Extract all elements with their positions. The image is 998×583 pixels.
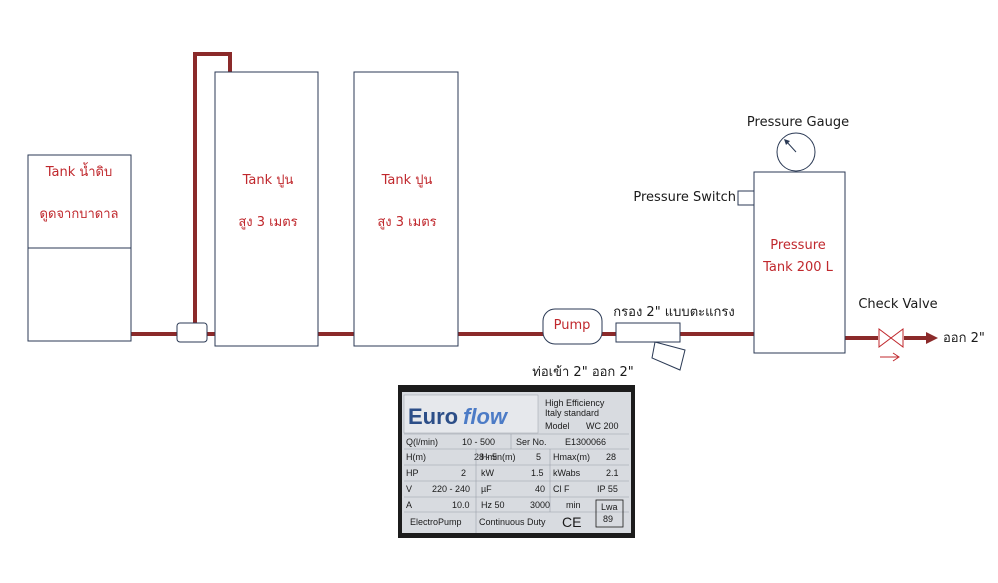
flow-direction-arrow xyxy=(892,352,900,362)
nameplate-r0-c1: 10 - 500 xyxy=(462,437,495,447)
nameplate-r1-c2: Hmin(m) xyxy=(481,452,516,462)
nameplate-r2-c4: kWabs xyxy=(553,468,581,478)
nameplate-r4-c0: A xyxy=(406,500,412,510)
nameplate-model-value: WC 200 xyxy=(586,421,619,431)
nameplate-r2-c3: 1.5 xyxy=(531,468,544,478)
nameplate-r0-c2: Ser No. xyxy=(516,437,547,447)
inline-valve xyxy=(176,322,208,343)
nameplate-r4-c4: min xyxy=(566,500,581,510)
nameplate-r2-c0: HP xyxy=(406,468,419,478)
concrete-tank-1-label-2: สูง 3 เมตร xyxy=(238,215,297,230)
nameplate-r4-c3: 3000 xyxy=(530,500,550,510)
pressure-switch-label: Pressure Switch xyxy=(633,190,736,205)
nameplate-brand-left: Euro xyxy=(408,404,458,429)
nameplate-brand-right: flow xyxy=(463,404,509,429)
nameplate-lwa-box xyxy=(595,499,624,528)
nameplate-r4-c5: Lwa xyxy=(601,502,618,512)
nameplate-r3-c5: IP 55 xyxy=(597,484,618,494)
nameplate-footer-mid: Continuous Duty xyxy=(479,517,546,527)
nameplate-r2-c1: 2 xyxy=(461,468,466,478)
filter xyxy=(615,322,686,371)
nameplate-r3-c1: 220 - 240 xyxy=(432,484,470,494)
check-valve-icon xyxy=(878,328,904,348)
raw-water-tank-label-1: Tank น้ำดิบ xyxy=(45,162,113,180)
concrete-tank-2-label-1: Tank ปูน xyxy=(381,173,433,188)
nameplate-r3-c0: V xyxy=(406,484,412,494)
nameplate-r2-c5: 2.1 xyxy=(606,468,619,478)
pressure-tank xyxy=(753,171,846,354)
pressure-tank-label-1: Pressure xyxy=(770,238,826,253)
nameplate-r3-c3: 40 xyxy=(535,484,545,494)
nameplate-r1-c1: 28 - 5 xyxy=(474,452,497,462)
pump xyxy=(542,308,603,345)
nameplate-r3-c2: µF xyxy=(481,484,492,494)
nameplate-r2-c2: kW xyxy=(481,468,495,478)
nameplate-r4-c2: Hz 50 xyxy=(481,500,505,510)
concrete-tank-2 xyxy=(353,71,459,347)
pump-nameplate: Euro flow High Efficiency Italy standard… xyxy=(398,385,635,538)
raw-water-tank-label-2: ดูดจากบาดาล xyxy=(40,207,119,222)
pump-caption: ท่อเข้า 2" ออก 2" xyxy=(532,365,633,380)
check-valve-label: Check Valve xyxy=(858,297,937,312)
pressure-tank-label-2: Tank 200 L xyxy=(762,260,834,275)
nameplate-r0-c0: Q(l/min) xyxy=(406,437,438,447)
pressure-switch xyxy=(737,190,755,206)
nameplate-r1-c3: 5 xyxy=(536,452,541,462)
nameplate-line2: Italy standard xyxy=(545,408,599,418)
nameplate-r4-c6: 89 xyxy=(603,514,613,524)
nameplate-footer-left: ElectroPump xyxy=(410,517,462,527)
nameplate-model-label: Model xyxy=(545,421,570,431)
outlet-label: ออก 2" xyxy=(943,331,985,346)
concrete-tank-2-label-2: สูง 3 เมตร xyxy=(377,215,436,230)
nameplate-r1-c4: Hmax(m) xyxy=(553,452,590,462)
filter-label: กรอง 2" แบบตะแกรง xyxy=(613,305,734,320)
outlet-arrow-head xyxy=(926,332,938,344)
nameplate-r1-c5: 28 xyxy=(606,452,616,462)
pressure-gauge-needle-tip xyxy=(784,139,790,145)
pipe-riser xyxy=(193,52,232,323)
nameplate-line1: High Efficiency xyxy=(545,398,605,408)
pump-label: Pump xyxy=(554,318,591,333)
pipes xyxy=(131,52,928,340)
nameplate-r3-c4: Cl F xyxy=(553,484,570,494)
pressure-gauge-label: Pressure Gauge xyxy=(747,115,849,130)
concrete-tank-1 xyxy=(214,71,319,347)
concrete-tank-1-label-1: Tank ปูน xyxy=(242,173,294,188)
nameplate-r4-c1: 10.0 xyxy=(452,500,470,510)
nameplate-r0-c3: E1300066 xyxy=(565,437,606,447)
nameplate-ce-mark: CE xyxy=(562,514,581,530)
nameplate-r1-c0: H(m) xyxy=(406,452,426,462)
